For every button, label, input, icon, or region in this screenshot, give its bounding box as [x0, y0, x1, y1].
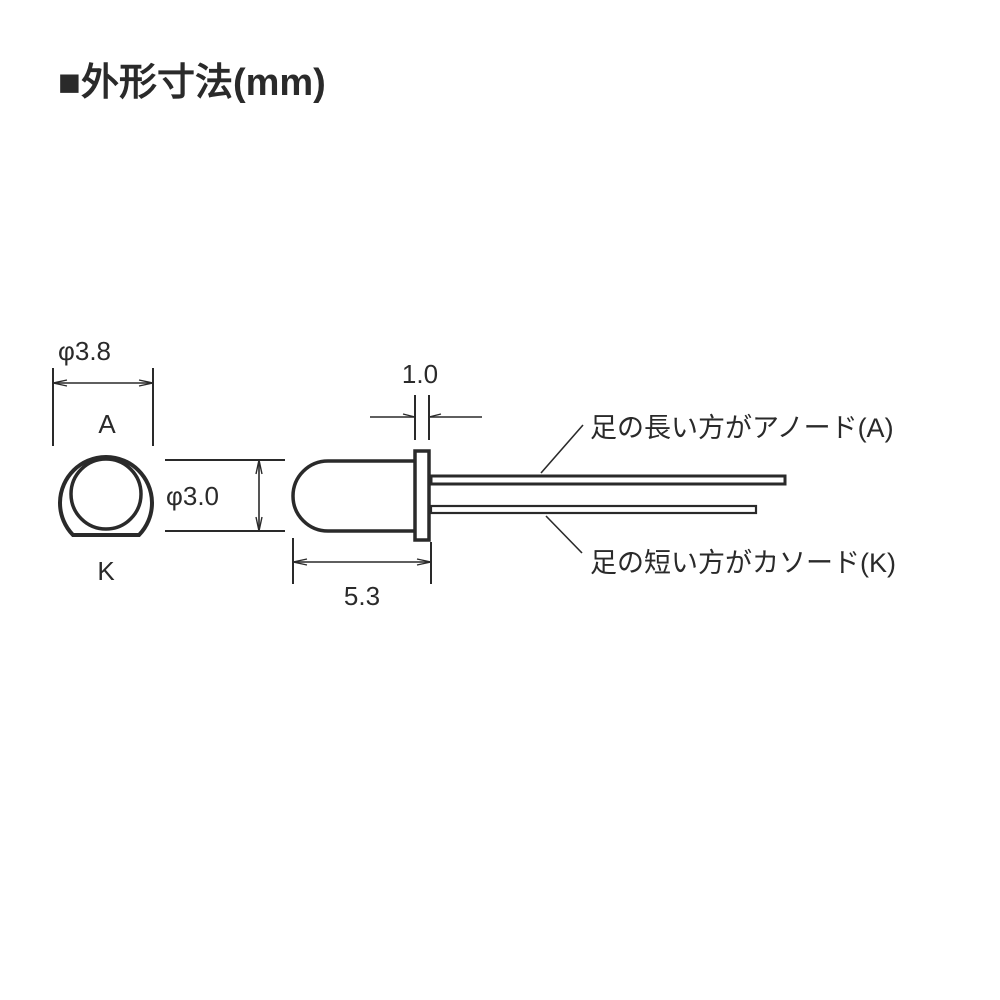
- side-view: 1.0 5.3: [291, 359, 787, 611]
- cathode-lead-label: 足の短い方がカソード(K): [590, 548, 896, 578]
- body-length-label: 5.3: [344, 581, 380, 611]
- anode-leader-line: [540, 424, 584, 474]
- dimension-arrows: [402, 413, 442, 418]
- anode-mark: A: [98, 409, 116, 439]
- dimension-arrows: [292, 558, 432, 566]
- lens-diameter-label: φ3.0: [166, 481, 219, 511]
- led-flange: [413, 449, 431, 542]
- cathode-mark: K: [97, 556, 115, 586]
- outer-diameter-label: φ3.8: [58, 336, 111, 366]
- cathode-leader-line: [545, 515, 583, 554]
- led-outer-flange-outline: [58, 455, 154, 537]
- top-view: φ3.8 A K: [52, 336, 154, 586]
- led-body-outline: [291, 459, 415, 533]
- page-title: ■外形寸法(mm): [58, 62, 326, 104]
- flange-thickness-label: 1.0: [402, 359, 438, 389]
- lens-diameter-dimension: φ3.0: [165, 459, 285, 532]
- dimension-arrows: [255, 459, 263, 532]
- anode-lead: [429, 474, 787, 486]
- cathode-lead: [429, 504, 758, 515]
- anode-lead-label: 足の長い方がアノード(A): [590, 413, 894, 443]
- led-lens-outline: [69, 457, 143, 531]
- dimension-arrows: [52, 379, 154, 387]
